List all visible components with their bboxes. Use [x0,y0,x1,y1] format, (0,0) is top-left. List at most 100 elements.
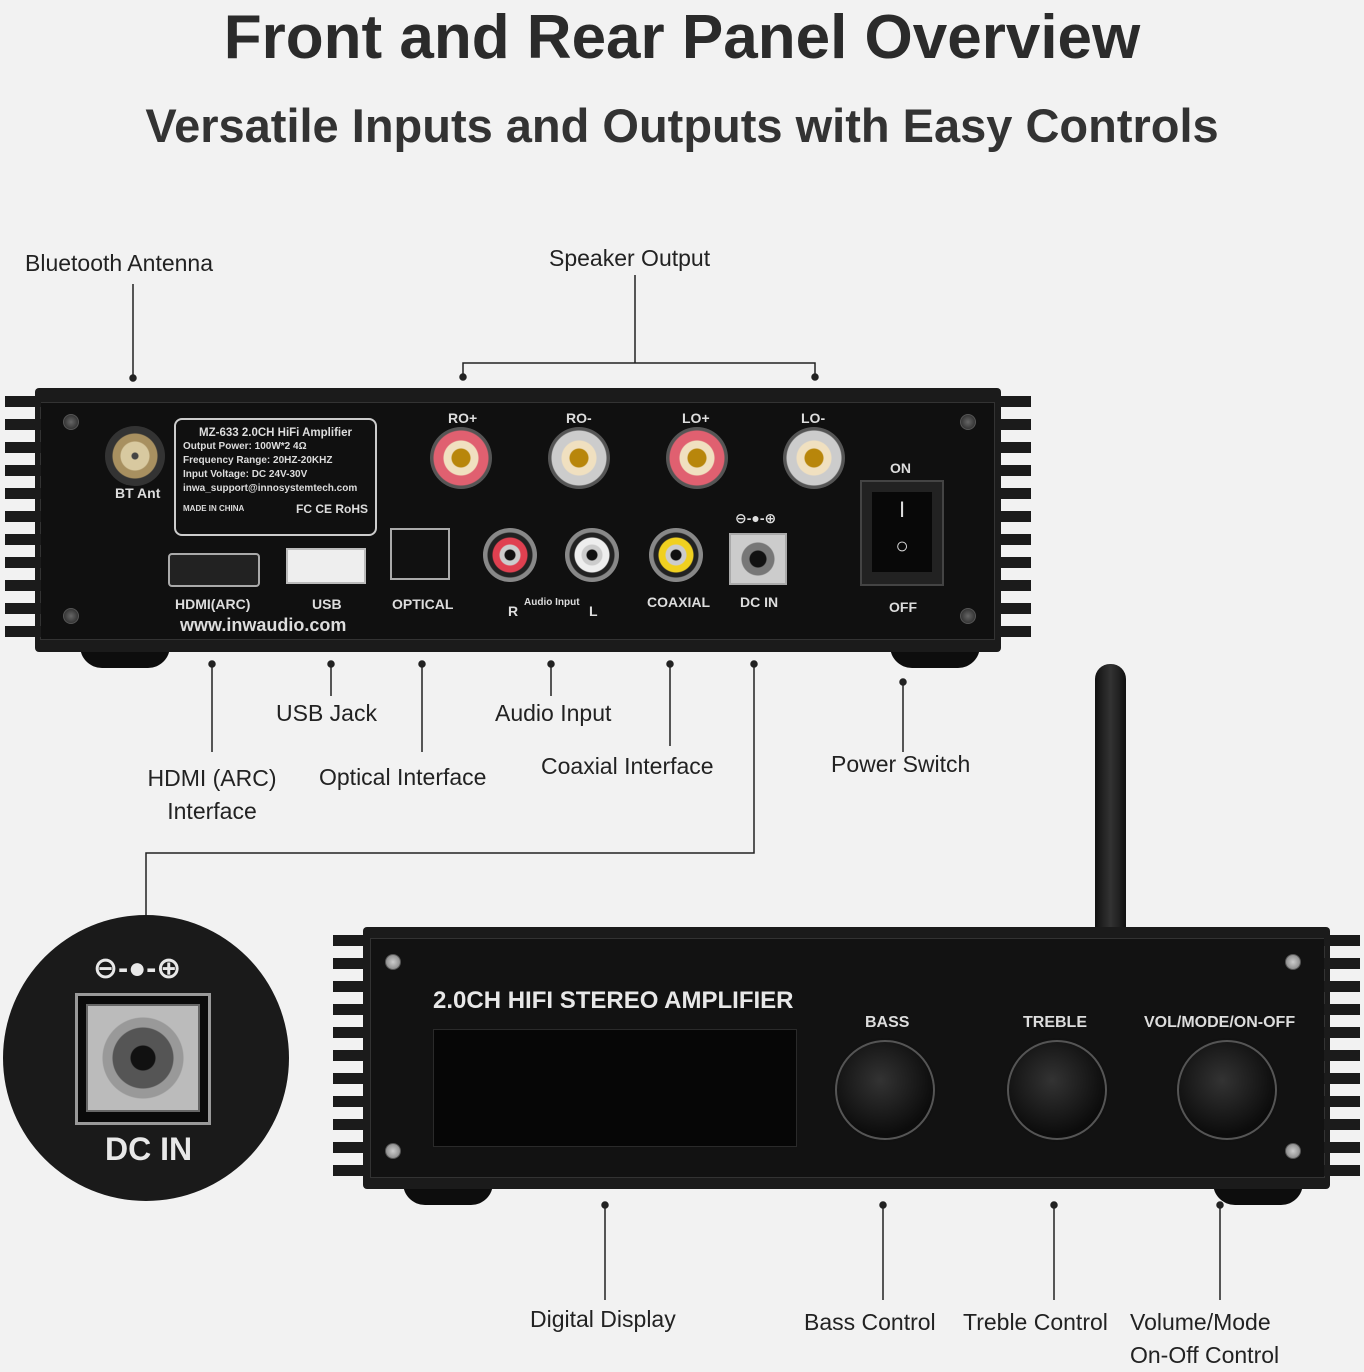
callout-bass: Bass Control [804,1309,936,1335]
heatsink-fin [5,580,41,591]
heatsink-fin [1324,1119,1360,1130]
heatsink-fin [5,419,41,430]
terminal-label-lo-plus: LO+ [682,410,710,426]
bt-ant-label: BT Ant [115,485,161,501]
callout-volume-line2: On-Off Control [1130,1342,1280,1368]
heatsink-fin [1324,1050,1360,1061]
callout-hdmi-line1: HDMI (ARC) [147,765,277,791]
heatsink-fin [5,603,41,614]
callout-treble: Treble Control [963,1309,1108,1335]
bass-knob[interactable] [835,1040,935,1140]
hdmi-label: HDMI(ARC) [175,596,251,612]
coaxial-port[interactable] [649,528,703,582]
callout-hdmi-line2: Interface [167,798,257,824]
heatsink-fin [5,396,41,407]
callout-usb-jack: USB Jack [276,700,377,726]
callout-hdmi: HDMI (ARC) Interface [143,762,281,828]
line-speaker [462,275,816,376]
plate-frequency: Frequency Range: 20HZ-20KHZ [183,455,333,466]
vol-mode-label: VOL/MODE/ON-OFF [1144,1014,1296,1031]
heatsink-fin [333,1119,369,1130]
heatsink-fin [5,557,41,568]
heatsink-fin [1324,1073,1360,1084]
page-subtitle: Versatile Inputs and Outputs with Easy C… [145,99,1219,152]
heatsink-fin [995,419,1031,430]
dc-detail-label: DC IN [105,1131,193,1167]
heatsink-fin [333,1004,369,1015]
heatsink-fin [1324,958,1360,969]
heatsink-fin [333,1027,369,1038]
speaker-terminal-lo-plus[interactable] [666,427,728,489]
callout-power-switch: Power Switch [831,751,971,777]
hdmi-port[interactable] [168,553,260,587]
heatsink-fin [5,488,41,499]
audio-input-l[interactable] [565,528,619,582]
heatsink-fin [5,511,41,522]
heatsink-fin [995,396,1031,407]
bt-antenna-connector [105,426,165,486]
bass-label: BASS [865,1014,910,1031]
label-plate: MZ-633 2.0CH HiFi Amplifier Output Power… [174,418,377,536]
heatsink-fin [995,626,1031,637]
terminal-label-lo-minus: LO- [801,410,826,426]
on-label: ON [890,460,911,476]
plate-output-power: Output Power: 100W*2 4Ω [183,441,307,452]
speaker-terminal-lo-minus[interactable] [783,427,845,489]
heatsink-fin [5,465,41,476]
usb-label: USB [312,596,342,612]
volume-knob[interactable] [1177,1040,1277,1140]
speaker-terminal-ro-minus[interactable] [548,427,610,489]
audio-input-r[interactable] [483,528,537,582]
heatsink-fin [5,626,41,637]
line-dcin [145,664,755,918]
heatsink-fin [333,1165,369,1176]
front-model-name: 2.0CH HIFI STEREO AMPLIFIER [433,987,794,1014]
website-label: www.inwaudio.com [180,615,347,635]
heatsink-fin [995,488,1031,499]
callout-volume-line1: Volume/Mode [1130,1309,1271,1335]
treble-label: TREBLE [1023,1014,1087,1031]
rear-panel: BT Ant MZ-633 2.0CH HiFi Amplifier Outpu… [5,388,1031,668]
dc-in-detail: ⊖-●-⊕ DC IN [3,915,289,1201]
terminal-label-ro-minus: RO- [566,410,592,426]
dc-in-label: DC IN [740,594,779,610]
power-switch[interactable]: I○ [860,480,944,586]
front-panel: 2.0CH HIFI STEREO AMPLIFIER BASS TREBLE … [333,927,1360,1205]
treble-knob[interactable] [1007,1040,1107,1140]
heatsink-fin [1324,935,1360,946]
heatsink-fin [1324,1165,1360,1176]
heatsink-fin [995,534,1031,545]
page-title: Front and Rear Panel Overview [223,3,1141,72]
usb-port[interactable] [286,548,366,584]
heatsink-fin [995,557,1031,568]
heatsink-fin [333,1050,369,1061]
dc-polarity-symbol: ⊖-●-⊕ [735,510,777,526]
r-label: R [508,603,519,619]
digital-display [433,1029,797,1147]
optical-port[interactable] [390,528,450,580]
heatsink-fin [333,1073,369,1084]
callout-optical: Optical Interface [319,764,487,790]
heatsink-fin [1324,981,1360,992]
plate-voltage: Input Voltage: DC 24V-30V [183,469,308,480]
dc-in-port[interactable] [729,533,787,585]
heatsink-fin [333,1142,369,1153]
callout-audio-input: Audio Input [495,700,612,726]
audio-input-label: Audio Input [524,597,580,608]
heatsink-fin [1324,1027,1360,1038]
optical-label: OPTICAL [392,596,454,612]
plate-certs: FC CE RoHS [296,502,368,516]
heatsink-fin [1324,1142,1360,1153]
callout-digital-display: Digital Display [530,1306,676,1332]
speaker-terminal-ro-plus[interactable] [430,427,492,489]
coaxial-label: COAXIAL [647,594,710,610]
heatsink-fin [333,981,369,992]
heatsink-fin [995,465,1031,476]
heatsink-fin [5,442,41,453]
terminal-label-ro-plus: RO+ [448,410,478,426]
callout-coaxial: Coaxial Interface [541,753,714,779]
plate-made-in: MADE IN CHINA [183,504,245,513]
heatsink-fin [1324,1096,1360,1107]
